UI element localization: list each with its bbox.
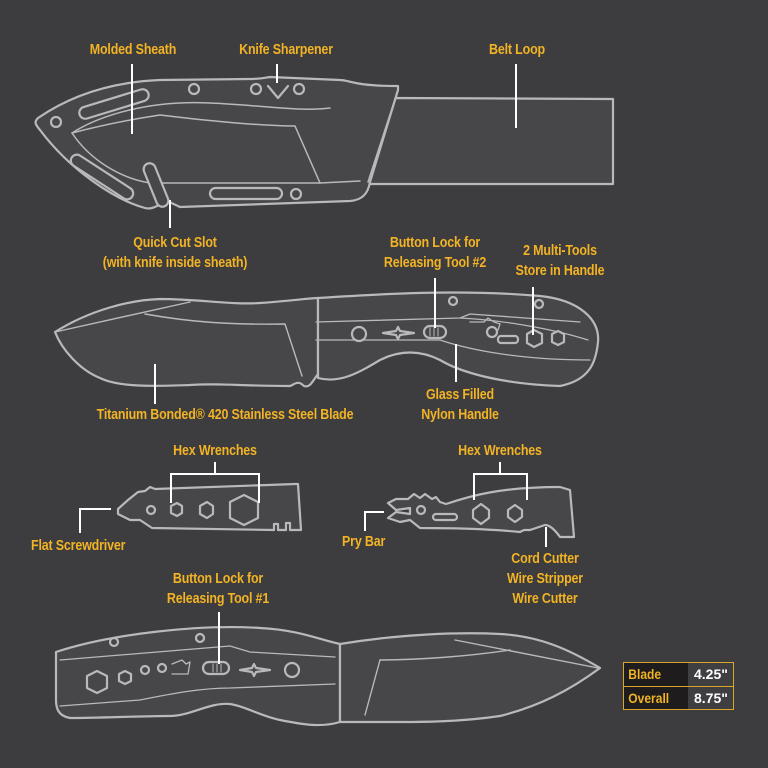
leader-knife-sharpener: [276, 64, 278, 83]
label-cutter-line2: Wire Stripper: [507, 571, 583, 587]
knife-left-illustration: [54, 626, 602, 727]
handle-shape: [316, 291, 600, 388]
spec-label-overall: Overall: [628, 689, 670, 706]
label-belt-loop: Belt Loop: [489, 42, 545, 58]
label-cutter-line3: Wire Cutter: [512, 591, 578, 607]
sheath-slot: [208, 186, 284, 201]
leader-hex-1-stem: [214, 462, 216, 474]
label-quick-cut-slot: Quick Cut Slot (with knife inside sheath…: [76, 233, 274, 273]
spec-value-overall: 8.75": [688, 686, 733, 709]
multi-tool-1-illustration: [116, 482, 303, 532]
leader-multitools: [532, 287, 534, 335]
blade-shape-2: [338, 632, 602, 724]
label-handle-material: Glass Filled Nylon Handle: [404, 385, 516, 425]
leader-hex-2-bar: [473, 473, 528, 475]
leader-quick-cut: [169, 200, 171, 228]
quick-cut-slot-shape: [142, 162, 170, 208]
label-quick-cut-line2: (with knife inside sheath): [102, 255, 248, 271]
label-button-lock-2-line2: Releasing Tool #2: [383, 255, 487, 271]
label-molded-sheath: Molded Sheath: [89, 42, 177, 58]
leader-cutter: [545, 527, 547, 547]
leader-screwdriver-v: [79, 508, 81, 533]
label-handle-line2: Nylon Handle: [421, 407, 499, 423]
label-knife-sharpener: Knife Sharpener: [239, 42, 333, 58]
leader-belt-loop: [515, 64, 517, 128]
label-hex-wrenches-1: Hex Wrenches: [173, 443, 257, 459]
spec-row-overall: Overall 8.75": [624, 685, 733, 709]
spec-label-blade: Blade: [628, 666, 662, 682]
leader-hex-2-right: [526, 473, 528, 500]
leader-pry-bar-h: [364, 511, 384, 513]
spec-table: Blade 4.25" Overall 8.75": [623, 662, 734, 710]
sharpener-notch-shape: [266, 84, 290, 100]
leader-hex-1-bar: [170, 473, 260, 475]
label-button-lock-2-line1: Button Lock for: [389, 235, 481, 251]
label-handle-line1: Glass Filled: [426, 387, 494, 403]
blade-shape: [53, 296, 320, 388]
label-multitools: 2 Multi-Tools Store in Handle: [500, 241, 620, 281]
label-quick-cut-line1: Quick Cut Slot: [133, 235, 217, 251]
leader-handle: [455, 344, 457, 382]
leader-molded-sheath: [131, 64, 133, 134]
leader-hex-2-left: [473, 473, 475, 500]
label-multitools-line1: 2 Multi-Tools: [523, 243, 597, 259]
label-button-lock-1-line2: Releasing Tool #1: [166, 591, 270, 607]
label-blade-material: Titanium Bonded® 420 Stainless Steel Bla…: [96, 407, 354, 423]
leader-button-lock-1: [218, 612, 220, 664]
label-cutter-line1: Cord Cutter: [511, 551, 579, 567]
belt-loop-shape: [358, 96, 615, 186]
label-button-lock-1-line1: Button Lock for: [172, 571, 264, 587]
label-hex-wrenches-2: Hex Wrenches: [458, 443, 542, 459]
sheath-illustration: [34, 75, 615, 210]
label-button-lock-2: Button Lock for Releasing Tool #2: [362, 233, 508, 273]
label-cutter: Cord Cutter Wire Stripper Wire Cutter: [489, 549, 601, 609]
leader-blade: [154, 364, 156, 404]
button-lock-1-shape: [201, 660, 231, 676]
leader-pry-bar-v: [364, 511, 366, 531]
leader-hex-2-stem: [499, 462, 501, 474]
sheath-slot: [69, 153, 135, 201]
label-flat-screwdriver: Flat Screwdriver: [31, 538, 126, 554]
knife-right-illustration: [53, 291, 600, 388]
label-button-lock-1: Button Lock for Releasing Tool #1: [141, 569, 296, 609]
leader-screwdriver-h: [79, 508, 111, 510]
leader-hex-1-right: [258, 473, 260, 503]
leader-button-lock-2: [434, 278, 436, 328]
spec-row-blade: Blade 4.25": [624, 663, 733, 686]
label-pry-bar: Pry Bar: [342, 534, 386, 550]
spec-value-blade: 4.25": [688, 663, 733, 686]
leader-hex-1-left: [170, 473, 172, 503]
label-multitools-line2: Store in Handle: [515, 263, 605, 279]
